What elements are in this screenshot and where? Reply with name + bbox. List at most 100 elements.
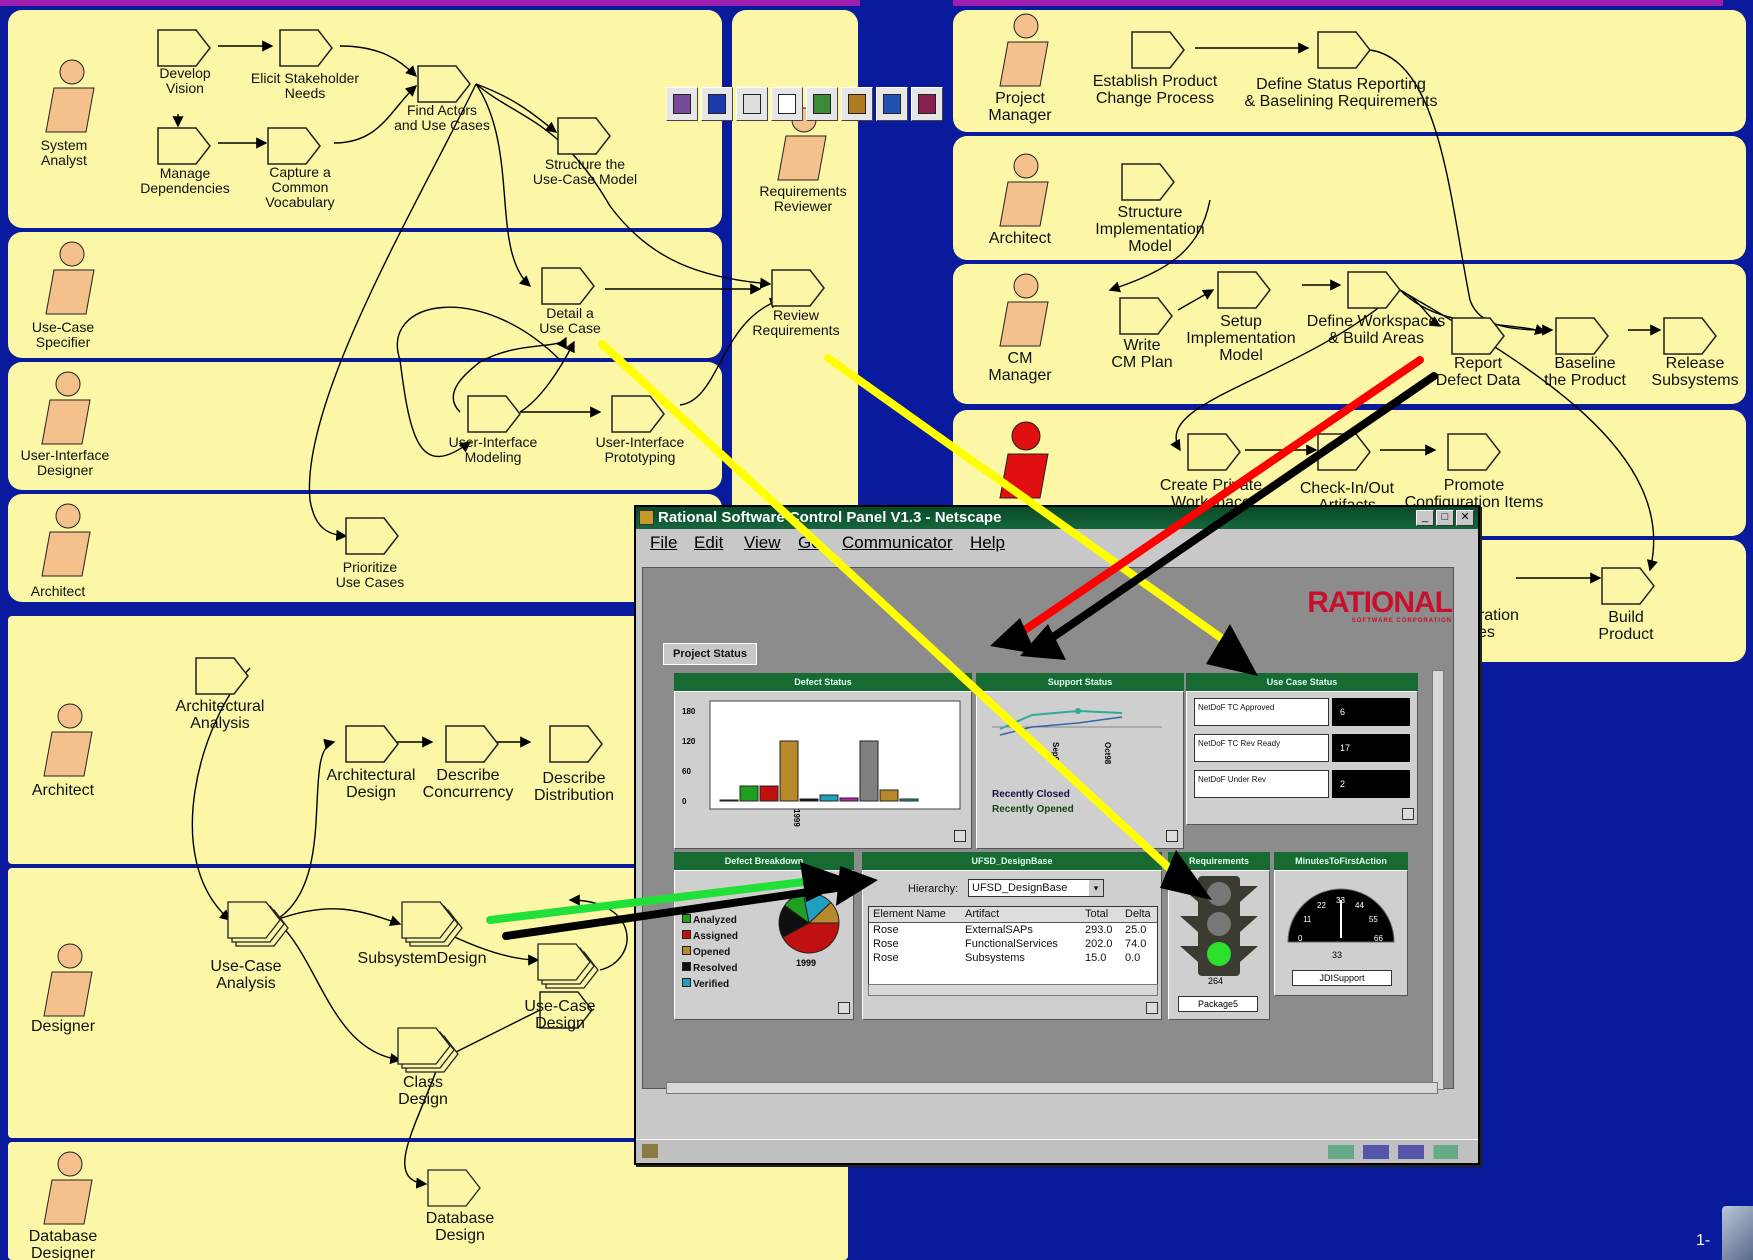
status-component-icons[interactable] bbox=[1328, 1145, 1458, 1159]
activity-shape-27 bbox=[548, 724, 604, 764]
table-cell: ExternalSAPs bbox=[965, 924, 1033, 937]
new-doc-icon[interactable] bbox=[771, 87, 803, 121]
design-base-col-3[interactable]: Delta bbox=[1125, 908, 1151, 921]
activity-label-baseline-product: Baseline the Product bbox=[1530, 355, 1640, 389]
actor-label-use-case-specifier: Use-Case Specifier bbox=[18, 320, 108, 350]
page-number: 1- bbox=[1696, 1232, 1710, 1250]
defect-legend-item-2: Opened bbox=[682, 946, 730, 958]
defect-status-chart: 1801206001999 bbox=[680, 697, 966, 837]
security-icon[interactable] bbox=[642, 1144, 658, 1158]
defect-bar-6 bbox=[840, 798, 858, 801]
activity-shape-12 bbox=[1316, 30, 1372, 70]
cm-lane-2 bbox=[953, 136, 1746, 260]
cm-lane-1 bbox=[953, 10, 1746, 132]
defect-legend-item-1: Assigned bbox=[682, 930, 738, 942]
defect-legend-item-0: Analyzed bbox=[682, 914, 737, 926]
report-icon[interactable] bbox=[876, 87, 908, 121]
design-base-title: UFSD_DesignBase bbox=[862, 852, 1162, 870]
menu-view[interactable]: View bbox=[744, 529, 781, 557]
defect-bar-0 bbox=[720, 800, 738, 801]
support-status-checkbox[interactable] bbox=[1166, 830, 1178, 842]
content-hscrollbar[interactable] bbox=[666, 1082, 1438, 1094]
activity-label-ui-modeling: User-Interface Modeling bbox=[436, 435, 550, 465]
activity-label-establish-change-process: Establish Product Change Process bbox=[1080, 73, 1230, 107]
table-cell: Rose bbox=[873, 924, 899, 937]
defect-legend-item-3: Resolved bbox=[682, 962, 737, 974]
design-base-col-2[interactable]: Total bbox=[1085, 908, 1108, 921]
activity-label-integration: gration ces bbox=[1470, 607, 1540, 641]
activity-shape-0 bbox=[156, 28, 212, 68]
activity-shape-19 bbox=[1662, 316, 1718, 356]
activity-label-class-design: Class Design bbox=[383, 1074, 463, 1108]
defect-bar-5 bbox=[820, 795, 838, 801]
activity-label-structure-impl-model: Structure Implementation Model bbox=[1088, 204, 1212, 255]
activity-shape-18 bbox=[1554, 316, 1610, 356]
menu-help[interactable]: Help bbox=[970, 529, 1005, 557]
activity-shape-9 bbox=[610, 394, 666, 434]
defect-bar-9 bbox=[900, 799, 918, 801]
design-base-table: Element Name Artifact Total Delta Rose Exter… bbox=[868, 906, 1158, 996]
requirements-count: 264 bbox=[1208, 976, 1223, 986]
defect-legend-item-4: Verified bbox=[682, 978, 729, 990]
minimize-icon[interactable]: _ bbox=[1416, 510, 1434, 526]
design-base-col-0[interactable]: Element Name bbox=[873, 908, 946, 921]
defect-status-checkbox[interactable] bbox=[954, 830, 966, 842]
book-icon[interactable] bbox=[911, 87, 943, 121]
maximize-icon[interactable]: □ bbox=[1436, 510, 1454, 526]
print-icon[interactable] bbox=[736, 87, 768, 121]
actor-label-ui-designer: User-Interface Designer bbox=[10, 448, 120, 478]
stacked-activity-0 bbox=[226, 900, 292, 950]
activity-shape-3 bbox=[156, 126, 212, 166]
design-base-col-1[interactable]: Artifact bbox=[965, 908, 999, 921]
dropdown-arrow-icon[interactable]: ▾ bbox=[1089, 880, 1103, 896]
activity-shape-16 bbox=[1118, 296, 1174, 336]
requirements-package: Package5 bbox=[1178, 996, 1258, 1012]
activity-label-find-actors: Find Actors and Use Cases bbox=[386, 103, 498, 133]
hierarchy-select[interactable]: UFSD_DesignBase ▾ bbox=[968, 879, 1104, 897]
defect-breakdown-checkbox[interactable] bbox=[838, 1002, 850, 1014]
wizard-icon[interactable] bbox=[841, 87, 873, 121]
use-case-status-checkbox[interactable] bbox=[1402, 808, 1414, 820]
use-case-scrollbar[interactable] bbox=[1432, 670, 1444, 1090]
defect-bar-4 bbox=[800, 799, 818, 801]
menu-go[interactable]: Go bbox=[798, 529, 821, 557]
activity-shape-4 bbox=[266, 126, 322, 166]
table-cell: FunctionalServices bbox=[965, 938, 1058, 951]
tab-project-status[interactable]: Project Status bbox=[663, 643, 757, 665]
activity-label-define-status-reporting: Define Status Reporting & Baselining Req… bbox=[1236, 76, 1446, 110]
menu-communicator[interactable]: Communicator bbox=[842, 529, 953, 557]
hierarchy-icon[interactable] bbox=[806, 87, 838, 121]
table-cell: 293.0 bbox=[1085, 924, 1113, 937]
defect-bar-1 bbox=[740, 786, 758, 801]
activity-label-setup-impl-model: Setup Implementation Model bbox=[1176, 313, 1306, 364]
activity-shape-5 bbox=[556, 116, 612, 156]
legend-swatch bbox=[682, 930, 691, 939]
defect-bar-2 bbox=[760, 786, 778, 801]
legend-swatch bbox=[682, 962, 691, 971]
top-bar-left bbox=[0, 0, 860, 6]
activity-shape-22 bbox=[1446, 432, 1502, 472]
save-icon[interactable] bbox=[701, 87, 733, 121]
close-icon[interactable]: ✕ bbox=[1456, 510, 1474, 526]
window-title-bar[interactable]: Rational Software Control Panel V1.3 - N… bbox=[636, 507, 1478, 529]
actor-label-designer: Designer bbox=[18, 1018, 108, 1035]
traffic-light-icon bbox=[1176, 872, 1262, 982]
minutes-label: JDISupport bbox=[1292, 970, 1392, 986]
activity-label-build-product: Build Product bbox=[1586, 609, 1666, 643]
activity-shape-24 bbox=[194, 656, 250, 696]
activity-label-architectural-design: Architectural Design bbox=[310, 767, 432, 801]
sync-icon[interactable] bbox=[666, 87, 698, 121]
design-base-checkbox[interactable] bbox=[1146, 1002, 1158, 1014]
menu-edit[interactable]: Edit bbox=[694, 529, 723, 557]
design-base-hscrollbar[interactable] bbox=[868, 984, 1158, 996]
activity-shape-15 bbox=[1346, 270, 1402, 310]
activity-label-write-cm-plan: Write CM Plan bbox=[1102, 337, 1182, 371]
actor-label-database-designer: Database Designer bbox=[18, 1228, 108, 1260]
uc-row-2-label-text: NetDoF TC Rev Ready bbox=[1198, 738, 1280, 749]
menu-file[interactable]: File bbox=[650, 529, 677, 557]
activity-label-subsystem-design: SubsystemDesign bbox=[346, 950, 498, 967]
stacked-activity-2 bbox=[396, 1026, 462, 1076]
